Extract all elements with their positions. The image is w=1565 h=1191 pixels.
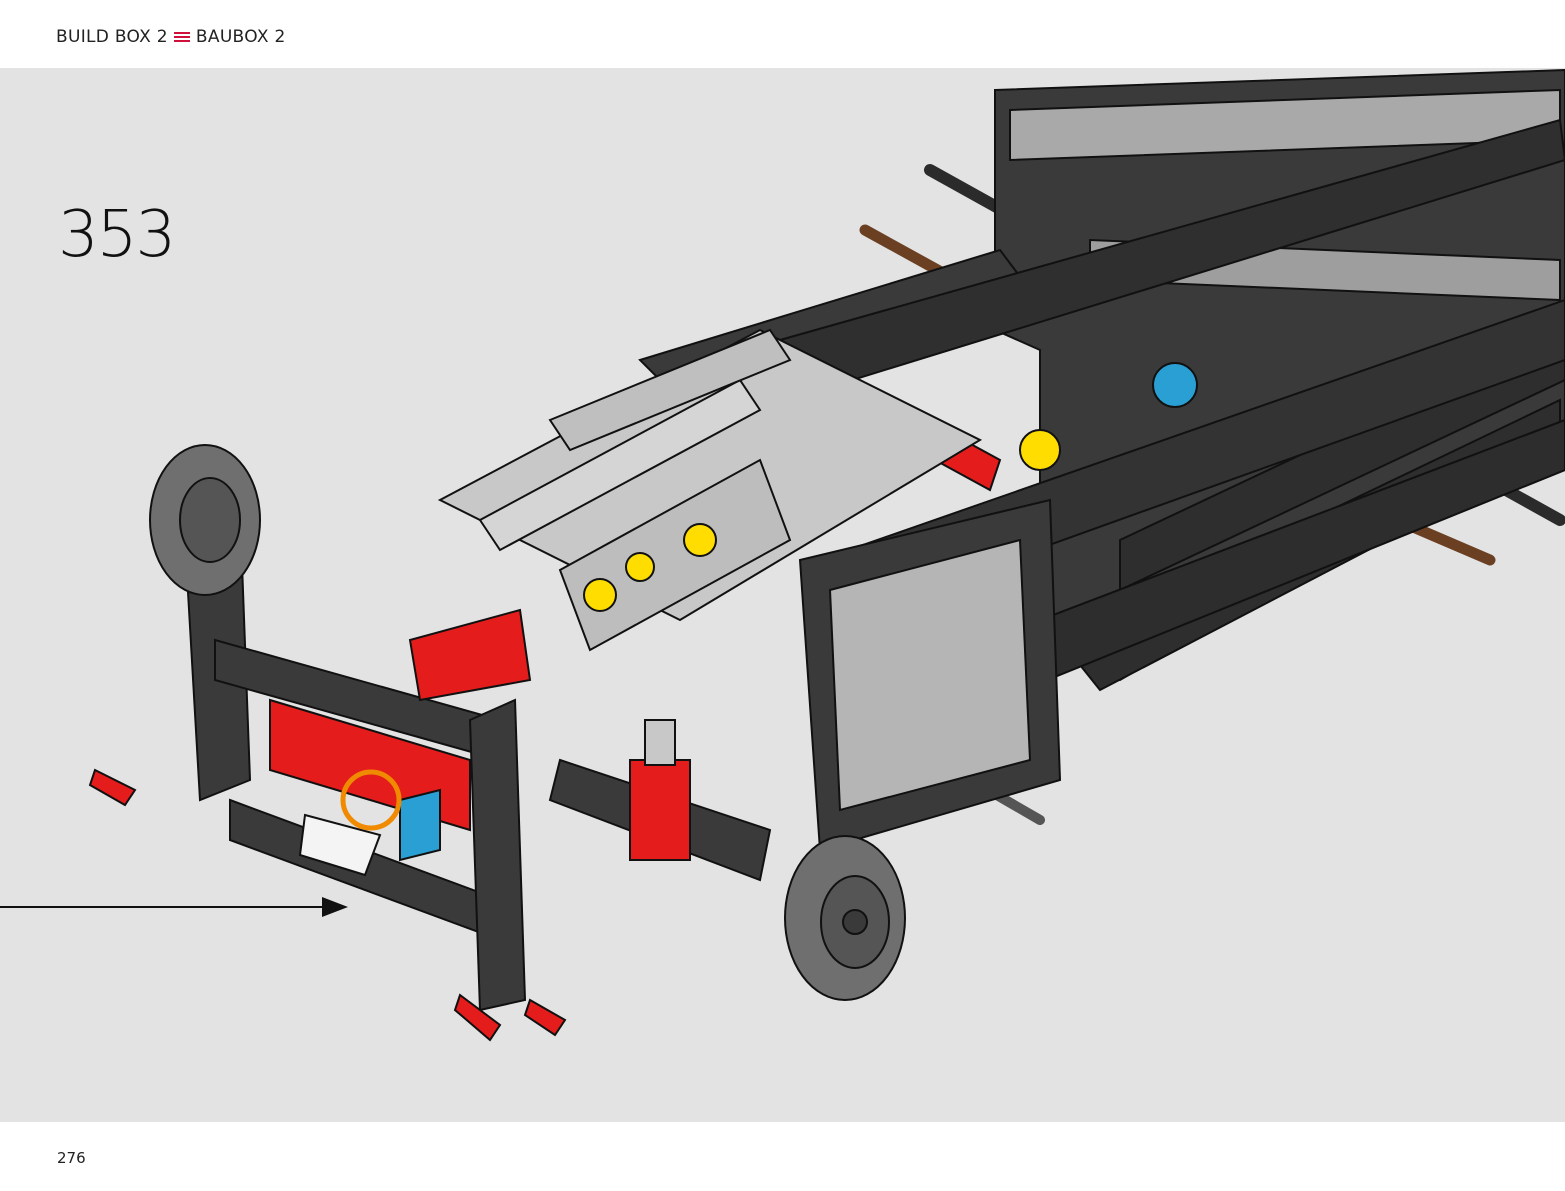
wheel-hubs [149,444,906,1001]
page-number: 276 [57,1149,86,1167]
arrow-right-icon [0,897,348,917]
engine-block [437,328,1198,652]
red-pins [88,768,567,1042]
step-number: 353 [58,198,176,272]
baubox-label: BAUBOX 2 [195,27,286,47]
page-header: BUILD BOX 2 BAUBOX 2 [0,0,1565,68]
triple-bar-icon [173,31,190,43]
build-box-label: BUILD BOX 2 [56,27,168,47]
suspension [298,719,772,882]
orange-circle-highlight-icon [340,769,402,831]
instruction-panel: 353 [0,68,1565,1122]
chassis-illustration [0,68,1565,1042]
page-footer: 276 [0,1122,1565,1191]
breadcrumb: BUILD BOX 2 BAUBOX 2 [56,26,286,48]
